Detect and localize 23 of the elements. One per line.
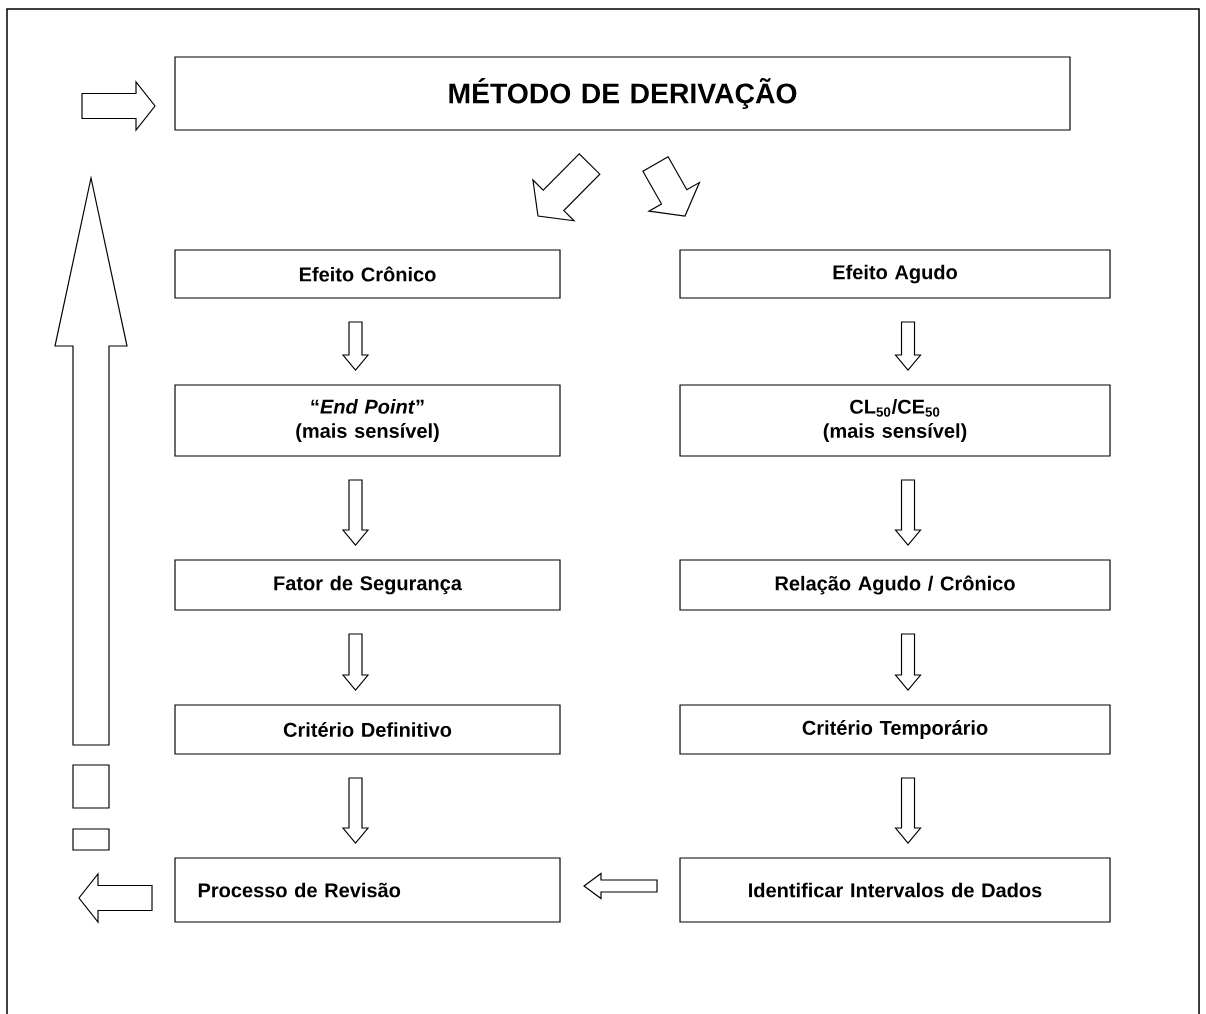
- process-box: Critério Definitivo: [174, 704, 561, 755]
- process-box: Identificar Intervalos de Dados: [679, 857, 1111, 923]
- block-arrow: [894, 321, 922, 371]
- process-box: “End Point” (mais sensível): [174, 384, 561, 457]
- block-arrow: [81, 80, 156, 132]
- process-box: CL$_{50}$/CE$_{50}$ (mais sensível): [679, 384, 1111, 457]
- block-arrow: [341, 777, 370, 844]
- process-box: Efeito Agudo: [679, 249, 1111, 299]
- process-box: Relação Agudo / Crônico: [679, 559, 1111, 611]
- process-box: Critério Temporário: [679, 704, 1111, 755]
- block-arrow: [583, 872, 658, 900]
- block-arrow: [894, 777, 922, 844]
- block-arrow: [894, 633, 922, 691]
- title-box: MÉTODO DE DERIVAÇÃO: [174, 56, 1071, 131]
- process-box: Fator de Segurança: [174, 559, 561, 611]
- block-arrow: [894, 479, 922, 546]
- block-arrow: [341, 479, 370, 546]
- block-arrow: [341, 633, 370, 691]
- block-arrow: [78, 872, 153, 924]
- process-box: Processo de Revisão: [174, 857, 561, 923]
- block-arrow: [341, 321, 370, 371]
- process-box: Efeito Crônico: [174, 249, 561, 299]
- block-arrow: [642, 156, 701, 217]
